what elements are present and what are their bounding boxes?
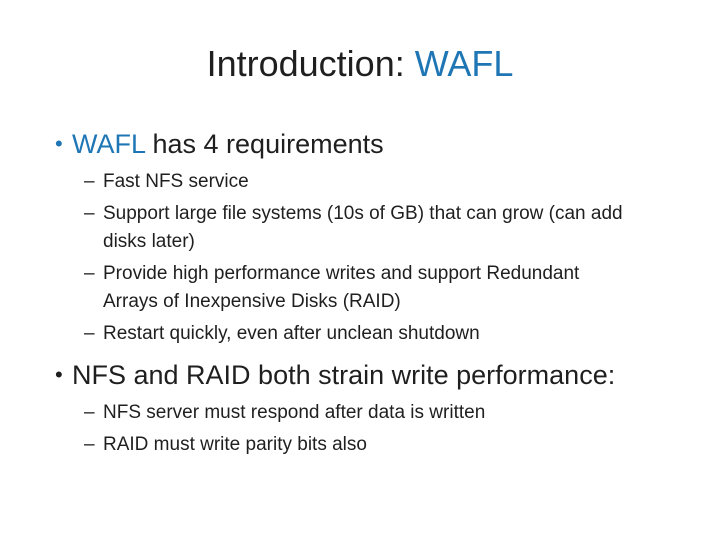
sub-line: Support large file systems (10s of GB) t… <box>103 203 623 225</box>
sub-line: Provide high performance writes and supp… <box>103 263 580 285</box>
dash-marker-icon: – <box>84 402 95 424</box>
bullet-rest: has 4 requirements <box>145 129 384 160</box>
sub-bullet-large-filesystems: – Support large file systems (10s of GB)… <box>84 200 695 256</box>
bullet-text: NFS and RAID both strain write performan… <box>72 360 616 391</box>
sub-bullet-text: Fast NFS service <box>103 168 249 196</box>
dash-marker-icon: – <box>84 434 95 456</box>
title-text: Introduction: <box>206 43 415 84</box>
slide-title: Introduction: WAFL <box>0 0 720 85</box>
sub-bullet-nfs-respond: – NFS server must respond after data is … <box>84 399 695 427</box>
sub-line: Fast NFS service <box>103 171 249 193</box>
dash-marker-icon: – <box>84 171 95 193</box>
sub-bullet-text: RAID must write parity bits also <box>103 431 367 459</box>
sub-line: NFS server must respond after data is wr… <box>103 402 486 424</box>
sub-line: RAID must write parity bits also <box>103 434 367 456</box>
title-highlight: WAFL <box>414 43 514 84</box>
sub-bullet-restart: – Restart quickly, even after unclean sh… <box>84 320 695 348</box>
sub-bullet-text: Support large file systems (10s of GB) t… <box>103 200 623 256</box>
dash-marker-icon: – <box>84 323 95 345</box>
sub-bullet-fast-nfs: – Fast NFS service <box>84 168 695 196</box>
sub-bullet-group-2: – NFS server must respond after data is … <box>84 399 695 459</box>
sub-bullet-text: Restart quickly, even after unclean shut… <box>103 320 480 348</box>
bullet-dot-icon: • <box>55 131 63 157</box>
sub-line: Arrays of Inexpensive Disks (RAID) <box>103 291 401 313</box>
sub-bullet-group-1: – Fast NFS service – Support large file … <box>84 168 695 348</box>
bullet-item-requirements: • WAFL has 4 requirements <box>55 127 695 161</box>
bullet-text: WAFL has 4 requirements <box>72 127 384 161</box>
sub-bullet-text: Provide high performance writes and supp… <box>103 260 579 316</box>
bullet-item-write-performance: • NFS and RAID both strain write perform… <box>55 358 695 392</box>
sub-bullet-text: NFS server must respond after data is wr… <box>103 399 485 427</box>
dash-marker-icon: – <box>84 263 95 285</box>
sub-bullet-raid-parity: – RAID must write parity bits also <box>84 431 695 459</box>
bullet-term-wafl: WAFL <box>72 129 145 160</box>
bullet-list: • WAFL has 4 requirements – Fast NFS ser… <box>55 127 695 459</box>
dash-marker-icon: – <box>84 203 95 225</box>
bullet-dot-icon: • <box>55 362 63 388</box>
sub-bullet-high-performance: – Provide high performance writes and su… <box>84 260 695 316</box>
sub-line: disks later) <box>103 231 195 253</box>
sub-line: Restart quickly, even after unclean shut… <box>103 323 480 345</box>
